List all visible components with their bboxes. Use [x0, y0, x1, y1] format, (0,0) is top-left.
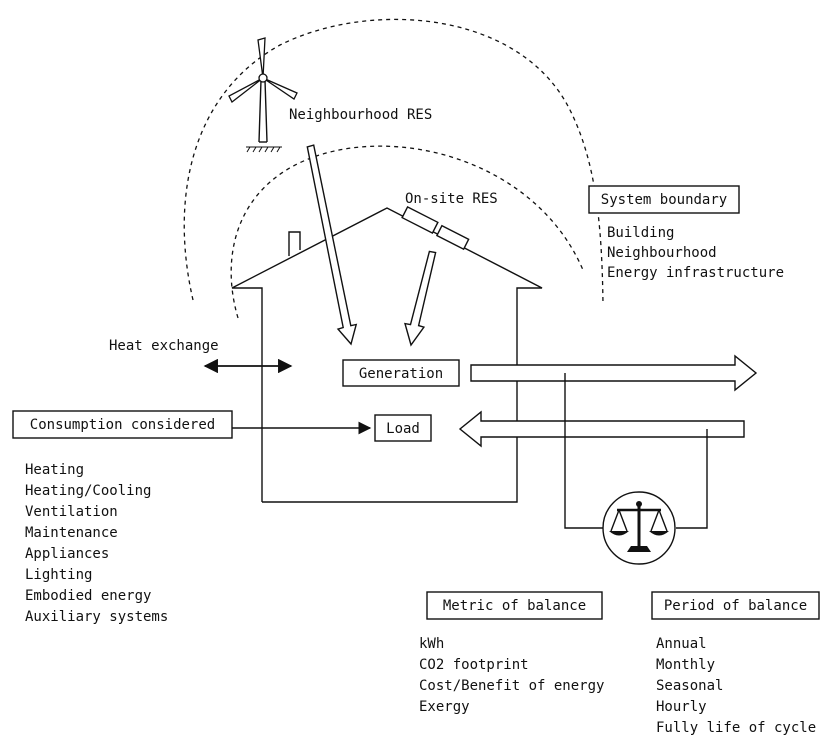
metric-item: Cost/Benefit of energy	[419, 678, 604, 694]
generation-box	[342, 359, 460, 387]
building-boundary-dashed	[230, 145, 584, 319]
metric-list: kWh CO2 footprint Cost/Benefit of energy…	[419, 636, 604, 715]
period-item: Fully life of cycle	[656, 720, 816, 736]
generation-label: Generation	[359, 366, 443, 382]
wind-turbine-icon	[228, 37, 298, 153]
load-label: Load	[386, 421, 420, 437]
system-boundary-item: Energy infrastructure	[607, 265, 784, 281]
period-item: Annual	[656, 636, 707, 652]
consumption-item: Maintenance	[25, 525, 118, 541]
balance-connector-right	[676, 429, 708, 529]
consumption-item: Auxiliary systems	[25, 609, 168, 625]
consumption-item: Heating/Cooling	[25, 483, 151, 499]
solar-panel-icon	[401, 205, 470, 251]
heat-exchange-label: Heat exchange	[109, 338, 219, 354]
onsite-res-label: On-site RES	[405, 191, 498, 207]
system-boundary-list: Building Neighbourhood Energy infrastruc…	[607, 225, 784, 281]
period-list: Annual Monthly Seasonal Hourly Fully lif…	[656, 636, 816, 736]
onsite-res-arrow	[404, 250, 437, 347]
system-boundary-item: Neighbourhood	[607, 245, 717, 261]
period-item: Monthly	[656, 657, 715, 673]
metric-item: Exergy	[419, 699, 470, 715]
consumption-item: Lighting	[25, 567, 92, 583]
period-box	[651, 591, 820, 620]
neighbourhood-res-arrow	[306, 144, 358, 346]
consumption-item: Embodied energy	[25, 588, 151, 604]
system-boundary-item: Building	[607, 225, 674, 241]
neighbourhood-boundary-dashed	[183, 18, 604, 306]
metric-title: Metric of balance	[443, 598, 586, 614]
balance-connector-left	[564, 373, 603, 529]
neighbourhood-res-label: Neighbourhood RES	[289, 107, 432, 123]
consumption-list: Heating Heating/Cooling Ventilation Main…	[25, 462, 168, 625]
period-item: Seasonal	[656, 678, 723, 694]
consumption-box	[12, 410, 233, 439]
house-outline	[231, 207, 543, 503]
export-arrow	[470, 354, 758, 392]
consumption-title: Consumption considered	[30, 417, 215, 433]
consumption-item: Ventilation	[25, 504, 118, 520]
period-item: Hourly	[656, 699, 707, 715]
consumption-item: Appliances	[25, 546, 109, 562]
consumption-item: Heating	[25, 462, 84, 478]
period-title: Period of balance	[664, 598, 807, 614]
system-boundary-title: System boundary	[601, 192, 727, 208]
metric-item: CO2 footprint	[419, 657, 529, 673]
load-box	[374, 414, 432, 442]
chimney-icon	[288, 231, 301, 256]
import-arrow	[458, 410, 745, 448]
metric-item: kWh	[419, 636, 444, 652]
balance-scale-icon	[602, 491, 676, 565]
system-boundary-box	[588, 185, 740, 214]
metric-box	[426, 591, 603, 620]
